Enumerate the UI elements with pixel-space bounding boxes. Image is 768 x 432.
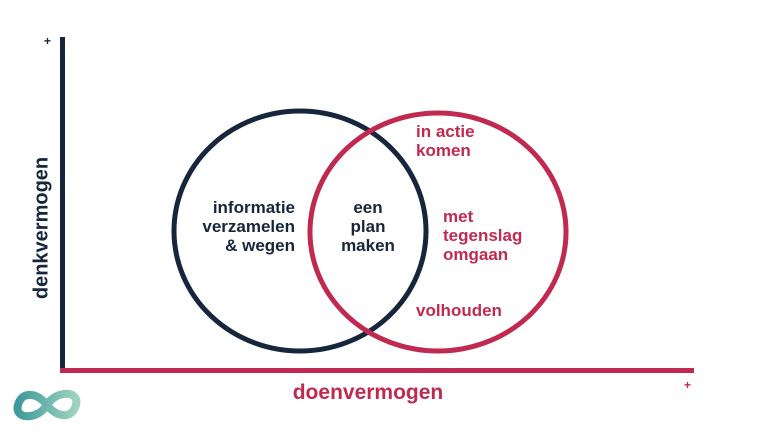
right-text-group-2: met tegenslag omgaan — [443, 207, 522, 264]
text-line: verzamelen — [202, 217, 295, 236]
x-axis-plus: + — [684, 378, 692, 392]
right-text-group-1: in actie komen — [416, 122, 475, 160]
text-line: komen — [416, 141, 471, 160]
denkvermogen-circle — [171, 108, 429, 354]
text-line: maken — [341, 236, 395, 255]
y-axis — [60, 37, 65, 372]
text-line: plan — [350, 217, 386, 236]
right-text-group-3: volhouden — [416, 301, 502, 320]
overlap-text: een plan maken — [341, 198, 395, 255]
text-line: een — [353, 198, 383, 217]
text-line: informatie — [212, 198, 295, 217]
y-axis-label: denkvermogen — [30, 156, 53, 300]
x-axis — [60, 368, 694, 373]
text-line: volhouden — [416, 301, 502, 320]
doenvermogen-circle — [307, 110, 569, 354]
text-line: in actie — [416, 122, 475, 141]
left-circle-text: informatie verzamelen & wegen — [202, 198, 295, 255]
text-line: met — [443, 207, 474, 226]
infinity-icon — [13, 389, 81, 421]
y-axis-plus: + — [44, 34, 52, 48]
text-line: tegenslag — [443, 226, 523, 245]
text-line: omgaan — [443, 245, 509, 264]
x-axis-label: doenvermogen — [292, 381, 444, 404]
text-line: & wegen — [225, 236, 295, 255]
